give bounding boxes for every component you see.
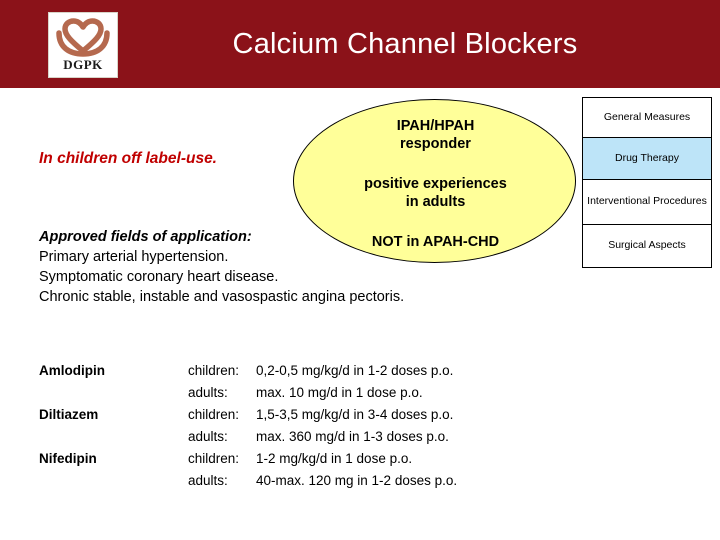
dose-value: max. 10 mg/d in 1 dose p.o. [256, 385, 423, 400]
ellipse-line-1: IPAH/HPAH [396, 118, 475, 134]
logo: DGPK [48, 12, 118, 78]
table-row: Diltiazem children: 1,5-3,5 mg/kg/d in 3… [39, 407, 569, 429]
table-row: adults: max. 10 mg/d in 1 dose p.o. [39, 385, 569, 407]
table-row: Nifedipin children: 1-2 mg/kg/d in 1 dos… [39, 451, 569, 473]
dose-value: max. 360 mg/d in 1-3 doses p.o. [256, 429, 449, 444]
dosing-table: Amlodipin children: 0,2-0,5 mg/kg/d in 1… [39, 363, 569, 495]
ellipse-line-5: NOT in APAH-CHD [371, 234, 500, 250]
ellipse-line-3: positive experiences [364, 176, 507, 192]
approved-fields-line: Chronic stable, instable and vasospastic… [39, 289, 405, 305]
age-group: children: [188, 407, 240, 422]
drug-name [39, 385, 188, 407]
nav-item-interventional-procedures[interactable]: Interventional Procedures [583, 180, 711, 225]
approved-fields-block: Approved fields of application: Primary … [39, 227, 539, 307]
drug-name: Amlodipin [39, 363, 105, 378]
age-group: adults: [188, 385, 228, 400]
dose-value: 40-max. 120 mg in 1-2 doses p.o. [256, 473, 458, 488]
drug-name: Diltiazem [39, 407, 99, 422]
age-group: children: [188, 451, 240, 466]
off-label-note: In children off label-use. [39, 150, 217, 167]
dose-value: 0,2-0,5 mg/kg/d in 1-2 doses p.o. [256, 363, 454, 378]
title-band: DGPK Calcium Channel Blockers [0, 0, 720, 88]
age-group: adults: [188, 429, 228, 444]
table-row: adults: max. 360 mg/d in 1-3 doses p.o. [39, 429, 569, 451]
ellipse-line-4: in adults [405, 194, 466, 210]
approved-fields-heading: Approved fields of application: [39, 229, 252, 245]
ellipse-callout: IPAH/HPAH responder positive experiences… [293, 99, 576, 263]
approved-fields-line: Primary arterial hypertension. [39, 249, 229, 265]
drug-name [39, 429, 188, 451]
nav-stack: General Measures Drug Therapy Interventi… [582, 97, 712, 268]
drug-name: Nifedipin [39, 451, 97, 466]
table-row: Amlodipin children: 0,2-0,5 mg/kg/d in 1… [39, 363, 569, 385]
logo-text: DGPK [63, 57, 103, 72]
nav-item-drug-therapy[interactable]: Drug Therapy [583, 138, 711, 180]
heart-logo-icon [56, 18, 110, 57]
age-group: children: [188, 363, 240, 378]
page-title: Calcium Channel Blockers [232, 28, 578, 60]
approved-fields-line: Symptomatic coronary heart disease. [39, 269, 279, 285]
dose-value: 1-2 mg/kg/d in 1 dose p.o. [256, 451, 413, 466]
drug-name [39, 473, 188, 495]
table-row: adults: 40-max. 120 mg in 1-2 doses p.o. [39, 473, 569, 495]
dose-value: 1,5-3,5 mg/kg/d in 3-4 doses p.o. [256, 407, 454, 422]
age-group: adults: [188, 473, 228, 488]
nav-item-surgical-aspects[interactable]: Surgical Aspects [583, 225, 711, 267]
nav-item-general-measures[interactable]: General Measures [583, 98, 711, 138]
ellipse-line-2: responder [400, 136, 471, 152]
